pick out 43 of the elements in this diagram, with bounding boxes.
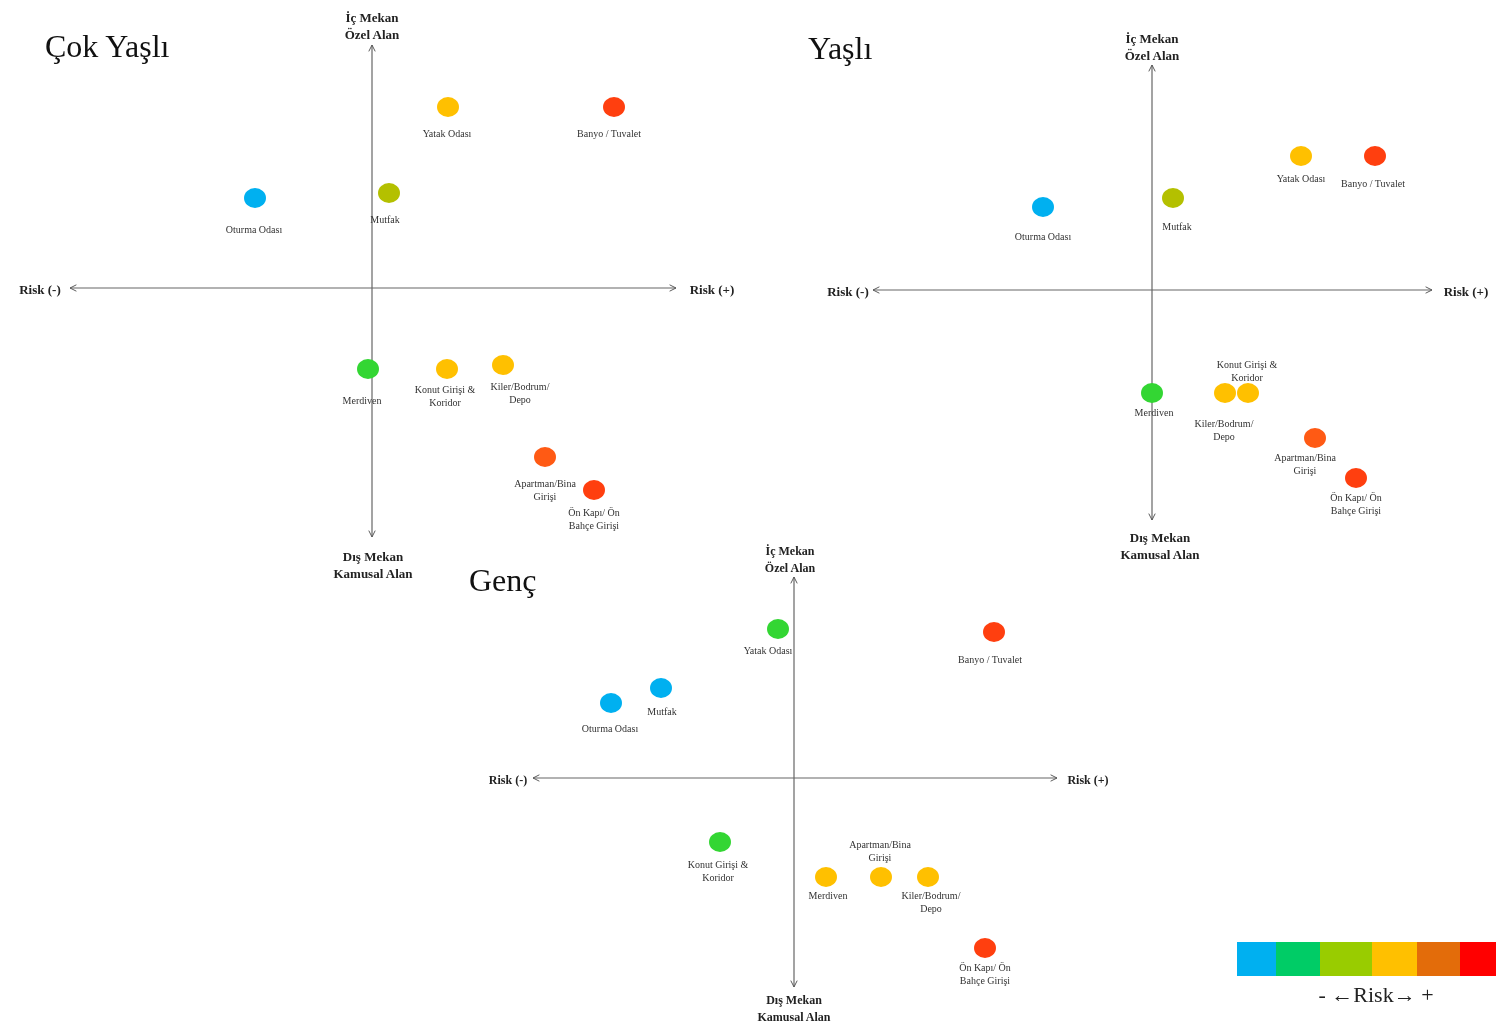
room-label: Yatak Odası: [1276, 172, 1326, 185]
axis-label: İç Mekan Özel Alan: [343, 9, 401, 43]
room-label: Konut Girişi & Koridor: [686, 858, 750, 884]
room-label: Kiler/Bodrum/ Depo: [1193, 417, 1255, 443]
room-label: Apartman/Bina Girişi: [513, 477, 577, 503]
room-label: Konut Girişi & Koridor: [1215, 358, 1279, 384]
room-label: Ön Kapı/ Ön Bahçe Girişi: [567, 506, 621, 532]
axis-label: Dış Mekan Kamusal Alan: [756, 992, 832, 1026]
axis-label: Risk (+): [1442, 282, 1490, 300]
room-label: Ön Kapı/ Ön Bahçe Girişi: [1329, 491, 1383, 517]
room-label: Banyo / Tuvalet: [958, 653, 1022, 666]
room-label: Mutfak: [370, 213, 400, 226]
room-label: Banyo / Tuvalet: [577, 127, 641, 140]
room-label: Apartman/Bina Girişi: [848, 838, 912, 864]
room-label: Merdiven: [808, 889, 848, 902]
axis-label: İç Mekan Özel Alan: [763, 543, 817, 577]
axis-label: İç Mekan Özel Alan: [1123, 30, 1181, 64]
room-label: Oturma Odası: [225, 223, 283, 236]
room-label: Oturma Odası: [581, 722, 639, 735]
axis-label: Risk (+): [1066, 771, 1110, 789]
room-label: Mutfak: [647, 705, 677, 718]
axis-label: Dış Mekan Kamusal Alan: [332, 548, 414, 582]
room-label: Kiler/Bodrum/ Depo: [900, 889, 962, 915]
panel-title: Yaşlı: [808, 30, 873, 67]
panel-title: Çok Yaşlı: [45, 28, 170, 65]
room-label: Merdiven: [342, 394, 382, 407]
axis-label: Risk (-): [18, 280, 62, 298]
axis-label: Risk (-): [826, 282, 870, 300]
room-label: Konut Girişi & Koridor: [413, 383, 477, 409]
room-label: Ön Kapı/ Ön Bahçe Girişi: [958, 961, 1012, 987]
room-label: Merdiven: [1134, 406, 1174, 419]
room-label: Oturma Odası: [1014, 230, 1072, 243]
room-label: Mutfak: [1162, 220, 1192, 233]
axis-label: Dış Mekan Kamusal Alan: [1119, 529, 1201, 563]
room-label: Yatak Odası: [422, 127, 472, 140]
room-label: Kiler/Bodrum/ Depo: [489, 380, 551, 406]
room-label: Yatak Odası: [743, 644, 793, 657]
room-label: Banyo / Tuvalet: [1341, 177, 1405, 190]
scale-label: - ←Risk→ +: [1318, 982, 1434, 1008]
room-label: Apartman/Bina Girişi: [1274, 451, 1336, 477]
axis-label: Risk (-): [487, 771, 529, 789]
axis-label: Risk (+): [688, 280, 736, 298]
panel-title: Genç: [469, 562, 537, 599]
